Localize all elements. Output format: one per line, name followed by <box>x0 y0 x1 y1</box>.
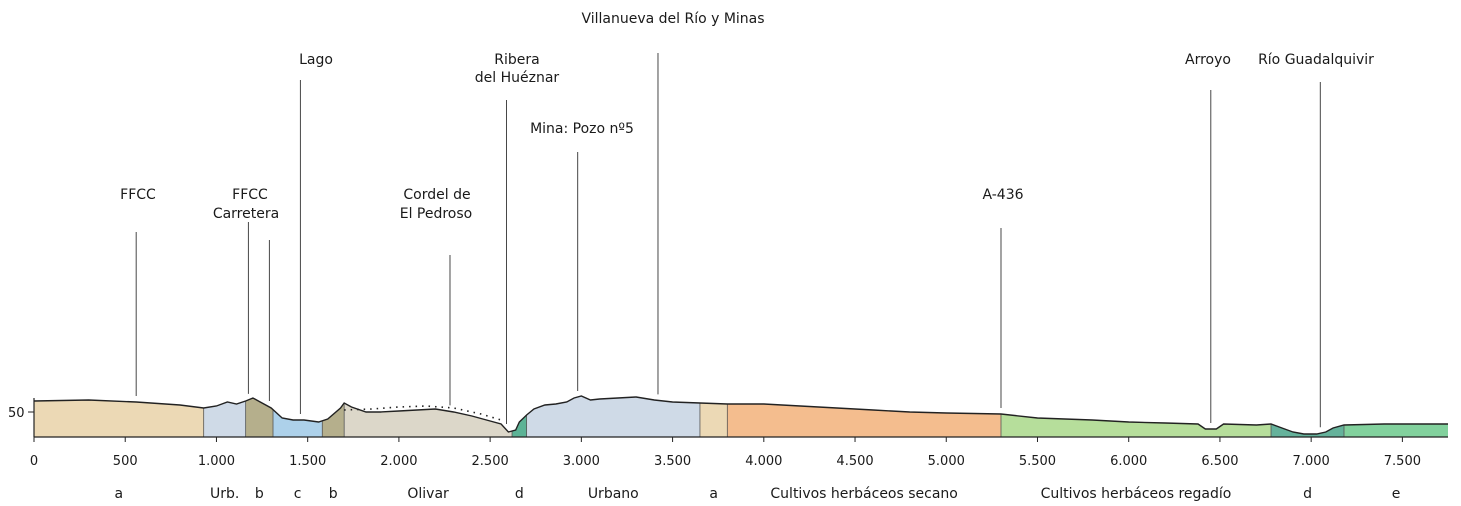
landmark-ffcc: FFCC <box>120 187 156 203</box>
zone-label: Urbano <box>588 486 639 502</box>
zone-label: c <box>294 486 302 502</box>
zone-label: Cultivos herbáceos regadío <box>1041 486 1232 502</box>
x-tick-label: 500 <box>113 454 138 469</box>
x-tick-label: 2.000 <box>380 454 417 469</box>
zone-label: b <box>255 486 264 502</box>
zone-label: Cultivos herbáceos secano <box>770 486 957 502</box>
landmark-arroyo: Arroyo <box>1185 52 1231 68</box>
terrain-line <box>33 395 1448 435</box>
x-tick-label: 5.000 <box>928 454 965 469</box>
x-tick-label: 5.500 <box>1019 454 1056 469</box>
x-tick-label: 4.500 <box>836 454 873 469</box>
zone-fill-11 <box>1271 424 1345 437</box>
zone-fill-3 <box>273 409 323 437</box>
zone-label: Urb. <box>210 486 239 502</box>
zone-fill-0 <box>34 400 204 437</box>
x-tick-label: 7.500 <box>1384 454 1421 469</box>
x-tick-label: 1.000 <box>198 454 235 469</box>
zone-fill-4 <box>322 403 345 437</box>
landmark-rio-guadalquivir: Río Guadalquivir <box>1258 52 1374 68</box>
x-tick-label: 7.000 <box>1293 454 1330 469</box>
landmark-lago: Lago <box>299 52 333 68</box>
zone-label: a <box>115 486 124 502</box>
zone-fill-8 <box>699 403 728 437</box>
zone-fill-7 <box>526 396 700 437</box>
x-tick-label: 4.000 <box>745 454 782 469</box>
zone-fill-9 <box>727 404 1001 437</box>
zone-fill-1 <box>203 401 246 437</box>
landmark-leader-lines <box>135 53 1321 428</box>
land-use-zone-labels: a Urb. b c b Olivar d Urbano a Cultivos herbáceos… <box>115 486 1401 502</box>
land-use-fills <box>33 396 1448 437</box>
zone-label: a <box>709 486 718 502</box>
landmark-ffcc-carretera: FFCC <box>232 187 268 203</box>
x-tick-label: 2.500 <box>472 454 509 469</box>
landmark-ribera-line2: del Huéznar <box>475 70 560 86</box>
x-tick-label: 1.500 <box>289 454 326 469</box>
landmark-ribera: Ribera <box>494 52 539 68</box>
zone-label: d <box>1303 486 1312 502</box>
landmark-cordel: Cordel de <box>403 187 470 203</box>
zone-label: Olivar <box>407 486 449 502</box>
y-axis-label: 50 <box>8 406 25 421</box>
landmark-villanueva: Villanueva del Río y Minas <box>581 11 764 27</box>
zone-fill-5 <box>344 403 513 437</box>
x-tick-label: 6.000 <box>1110 454 1147 469</box>
zone-fill-12 <box>1344 424 1448 437</box>
x-tick-label: 6.500 <box>1201 454 1238 469</box>
x-axis-ticks: 0 500 1.000 1.500 2.000 2.500 3.000 3.500 4.000 4… <box>30 437 1421 469</box>
zone-fill-6 <box>512 415 527 437</box>
zone-label: d <box>515 486 524 502</box>
zone-label: e <box>1392 486 1401 502</box>
x-tick-label: 3.000 <box>563 454 600 469</box>
x-tick-label: 0 <box>30 454 38 469</box>
landmark-cordel-line2: El Pedroso <box>400 206 473 222</box>
zone-label: b <box>329 486 338 502</box>
zone-fill-2 <box>245 398 274 437</box>
landmark-ffcc-carretera-line2: Carretera <box>213 206 279 222</box>
dotted-previous-terrain <box>344 405 502 421</box>
x-tick-label: 3.500 <box>654 454 691 469</box>
landmark-mina: Mina: Pozo nº5 <box>530 121 634 137</box>
landmark-a436: A-436 <box>982 187 1023 203</box>
